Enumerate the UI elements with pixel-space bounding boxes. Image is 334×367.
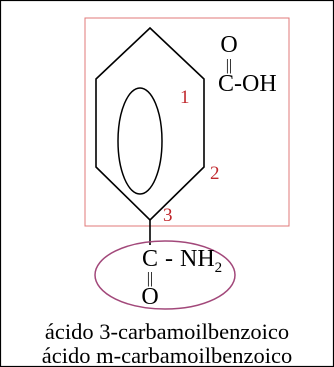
common-name: ácido m-carbamoilbenzoico: [41, 343, 293, 367]
iupac-name: ácido 3-carbamoilbenzoico: [44, 319, 290, 344]
amide-double-bond: ||: [147, 270, 153, 287]
amine-group-label: NH2: [180, 246, 222, 276]
locant-1: 1: [180, 87, 190, 108]
oxygen-double-label: O: [220, 32, 237, 58]
amide-oxygen-label: O: [141, 284, 158, 310]
amine-subscript: 2: [215, 260, 223, 276]
amide-bond-dash: -: [165, 246, 173, 272]
carboxyl-group-label: C-OH: [218, 71, 277, 97]
locant-3: 3: [163, 205, 173, 226]
carboxyl-double-bond: ||: [226, 57, 232, 74]
benzene-ring: [95, 26, 205, 222]
locant-2: 2: [210, 163, 220, 184]
amine-label: NH: [180, 246, 215, 272]
aromatic-circle: [117, 87, 163, 195]
ring-highlight-frame: [84, 17, 290, 227]
amide-carbon-label: C: [142, 246, 158, 272]
amide-group-highlight: [94, 240, 236, 310]
